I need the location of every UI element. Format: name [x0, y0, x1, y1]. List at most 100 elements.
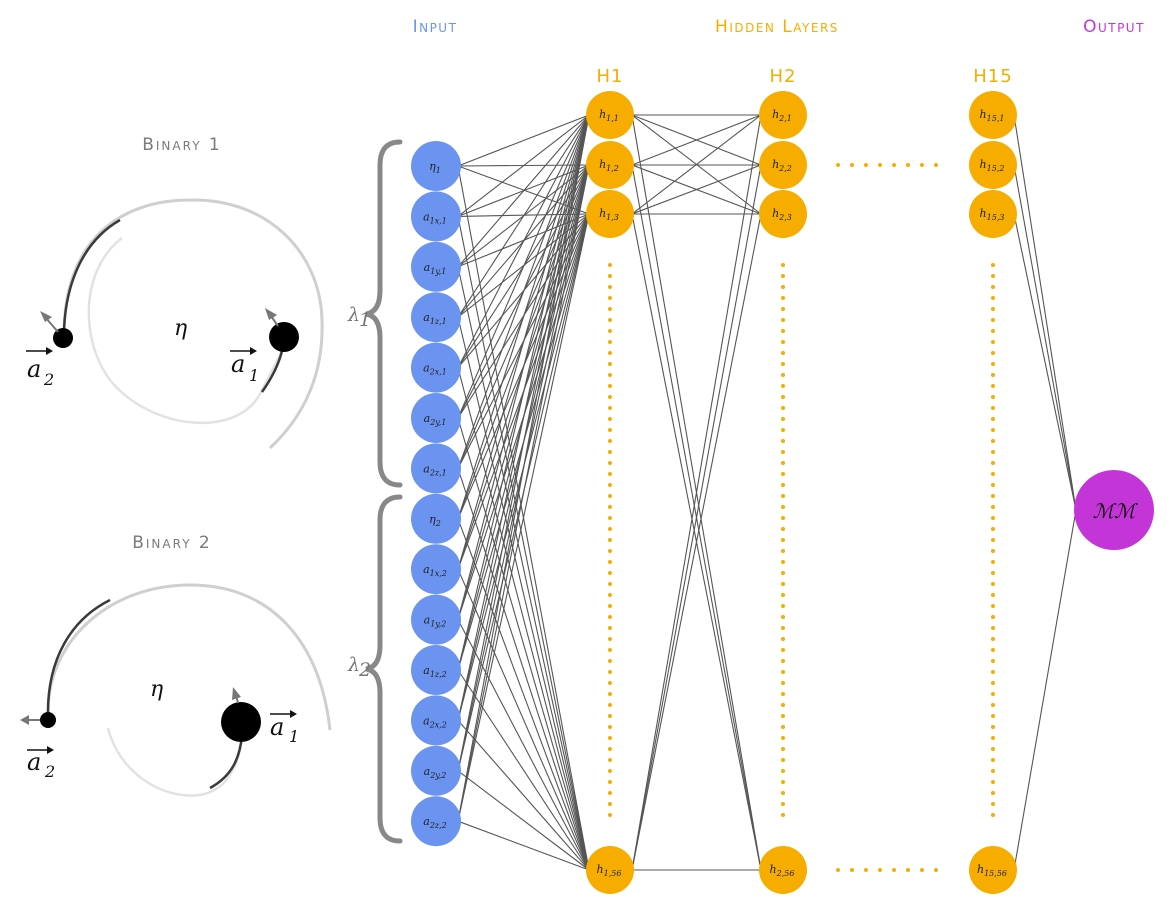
lambda-1-symbol: λ [347, 304, 360, 326]
lambda-2-symbol: λ [347, 654, 360, 676]
hidden-node-label: h1,2 [599, 158, 619, 173]
binary-2-spin1-base: a [270, 713, 284, 741]
edge-input-h1 [457, 114, 590, 368]
binary-2-title: Binary 2 [132, 533, 212, 553]
edge-input-h1 [457, 114, 590, 771]
vertical-ellipsis-dot [608, 703, 612, 707]
hidden-node: h2,2 [759, 141, 807, 189]
edge-input-h1 [457, 114, 590, 721]
vertical-ellipsis-dot [781, 769, 785, 773]
edge-input-h1 [457, 820, 590, 871]
input-node: a2x,2 [411, 695, 461, 746]
vertical-ellipsis-dot [991, 813, 995, 817]
edge-input-h1 [457, 114, 590, 318]
vertical-ellipsis-dot [991, 582, 995, 586]
vertical-ellipsis-dot [991, 505, 995, 509]
edge-h1-h2 [631, 114, 762, 871]
input-node: a2z,1 [411, 443, 461, 494]
hidden-node-circle [969, 141, 1017, 189]
hidden-node-circle [586, 190, 634, 238]
vertical-ellipsis-dot [781, 692, 785, 696]
edge-h15-output [1013, 114, 1077, 511]
vertical-ellipsis-dot [608, 450, 612, 454]
vertical-ellipsis-dot [991, 802, 995, 806]
vertical-ellipsis-dot [781, 395, 785, 399]
vertical-ellipsis-dot [781, 417, 785, 421]
vertical-ellipsis-dot [781, 791, 785, 795]
vertical-ellipsis-dot [781, 637, 785, 641]
hidden-node-label: h1,1 [599, 108, 619, 123]
vertical-ellipsis-dot [608, 461, 612, 465]
vertical-ellipsis-dot [781, 406, 785, 410]
output-header: Output [1083, 17, 1145, 37]
vertical-ellipsis-dot [608, 274, 612, 278]
binary-2-spin1-arrowhead [232, 687, 241, 700]
hidden-node: h2,1 [759, 91, 807, 139]
output-node-label: ℳℳ [1093, 499, 1138, 523]
edge-input-h1 [457, 568, 590, 871]
spin1-vector-head [290, 710, 297, 718]
binary-2-spin2-sub: 2 [44, 762, 55, 781]
vertical-ellipsis-dot [608, 384, 612, 388]
vertical-ellipsis-dot [781, 626, 785, 630]
hidden-node: h1,56 [586, 846, 634, 894]
vertical-ellipsis-dot [991, 384, 995, 388]
input-node-circle [411, 544, 461, 595]
edge-input-h1 [457, 619, 590, 871]
vertical-ellipsis-dot [991, 461, 995, 465]
hidden-node-circle [586, 141, 634, 189]
vertical-ellipsis-dot [781, 483, 785, 487]
vertical-ellipsis-dot [781, 714, 785, 718]
vertical-ellipsis-dot [608, 648, 612, 652]
input-node: a1x,2 [411, 544, 461, 595]
vertical-ellipsis-dot [991, 626, 995, 630]
input-node-circle [411, 342, 461, 393]
vertical-ellipsis-dot [991, 681, 995, 685]
vertical-ellipsis-dot [608, 802, 612, 806]
binary-2-spin1-label: a 1 [270, 710, 299, 746]
vertical-ellipsis-dot [781, 648, 785, 652]
horizontal-ellipsis-dot [850, 163, 854, 167]
horizontal-ellipsis-dot [934, 163, 938, 167]
input-node-circle [411, 745, 461, 796]
vertical-ellipsis-dot [781, 549, 785, 553]
input-node-label: a1z,1 [423, 311, 447, 326]
hidden-node: h15,3 [969, 190, 1017, 238]
vertical-ellipsis-dot [608, 593, 612, 597]
horizontal-ellipsis-dot [920, 868, 924, 872]
binary-1-spin2-sub: 2 [43, 370, 54, 389]
input-node: η1 [411, 141, 461, 191]
edge-input-h1 [457, 213, 590, 822]
vertical-ellipsis-dot [608, 373, 612, 377]
vertical-ellipsis-dot [991, 450, 995, 454]
vertical-ellipsis-dot [608, 417, 612, 421]
hidden-node: h2,56 [759, 846, 807, 894]
vertical-ellipsis-dot [608, 758, 612, 762]
input-node-label: a1x,2 [423, 563, 447, 578]
vertical-ellipsis-dot [991, 758, 995, 762]
edge-input-h1 [457, 114, 590, 419]
input-node-label: a1x,1 [423, 210, 447, 225]
hidden-node-label: h15,2 [980, 158, 1005, 173]
vertical-ellipsis-dot [991, 692, 995, 696]
hidden-layers-header: Hidden Layers [715, 17, 839, 37]
binary-1-small-black-hole [53, 328, 73, 348]
hidden-node-label: h15,3 [980, 207, 1005, 222]
hidden-layer-1: h1,1h1,2h1,3h1,56 [586, 91, 634, 894]
hidden-node: h15,56 [969, 846, 1017, 894]
input-node-circle [411, 191, 461, 242]
vertical-ellipsis-dot [608, 538, 612, 542]
vertical-ellipsis-dot [991, 439, 995, 443]
vertical-ellipsis-dot [991, 637, 995, 641]
vertical-ellipsis-dot [608, 318, 612, 322]
hidden-node-circle [759, 190, 807, 238]
vertical-ellipsis-dot [781, 780, 785, 784]
vertical-ellipsis-dot [781, 472, 785, 476]
edge-input-h1 [457, 164, 590, 822]
hidden-node-label: h2,2 [772, 158, 792, 173]
input-node-label: a1y,2 [424, 614, 447, 629]
horizontal-ellipsis-dot [920, 163, 924, 167]
lambda-2-sub: 2 [358, 659, 371, 681]
horizontal-ellipsis-dot [836, 868, 840, 872]
